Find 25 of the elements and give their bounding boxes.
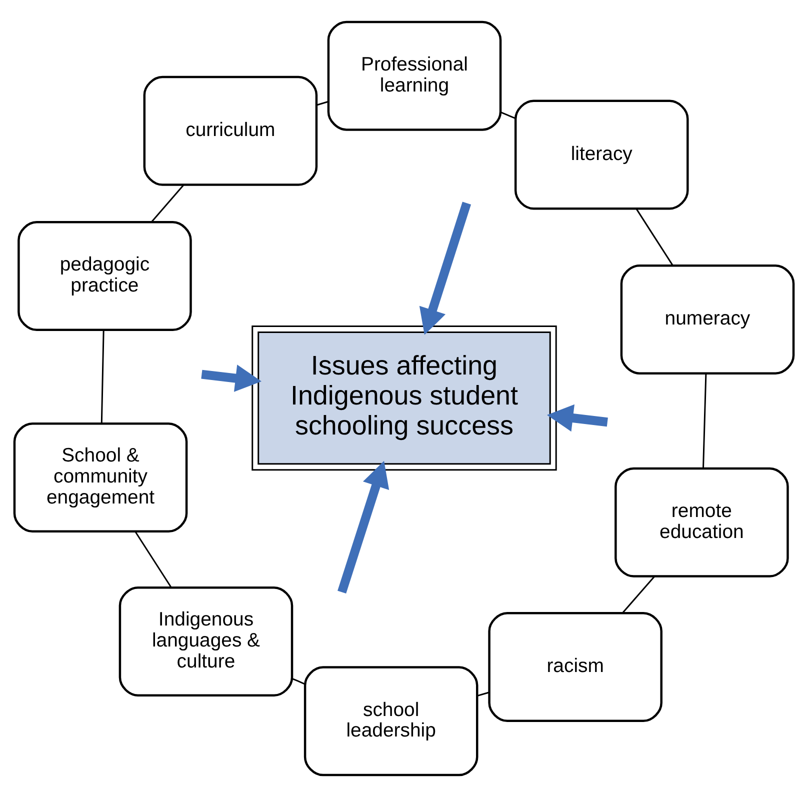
arrow (338, 460, 390, 594)
node-box: Issues affecting Indigenous student schooling success (252, 325, 557, 471)
connector (100, 330, 104, 424)
arrow (546, 404, 608, 432)
connector (500, 112, 516, 120)
node-box: school leadership (304, 666, 478, 776)
node-box: pedagogic practice (18, 221, 192, 332)
node-box: numeracy (620, 264, 795, 374)
arrow (201, 364, 262, 392)
connector (622, 576, 656, 614)
connector (702, 374, 707, 468)
connector (477, 692, 490, 697)
node-box: literacy (514, 100, 689, 210)
connector (134, 531, 172, 588)
connector (150, 184, 184, 222)
node-box: Indigenous languages & culture (118, 586, 294, 696)
node-box: School & community engagement (13, 422, 188, 533)
arrow (419, 202, 472, 335)
connector (636, 208, 674, 266)
connector (316, 100, 329, 106)
node-box: remote education (614, 467, 789, 578)
node-box: racism (488, 612, 662, 722)
node-box: curriculum (143, 76, 318, 186)
node-box: Professional learning (327, 20, 502, 131)
connector (292, 678, 306, 685)
